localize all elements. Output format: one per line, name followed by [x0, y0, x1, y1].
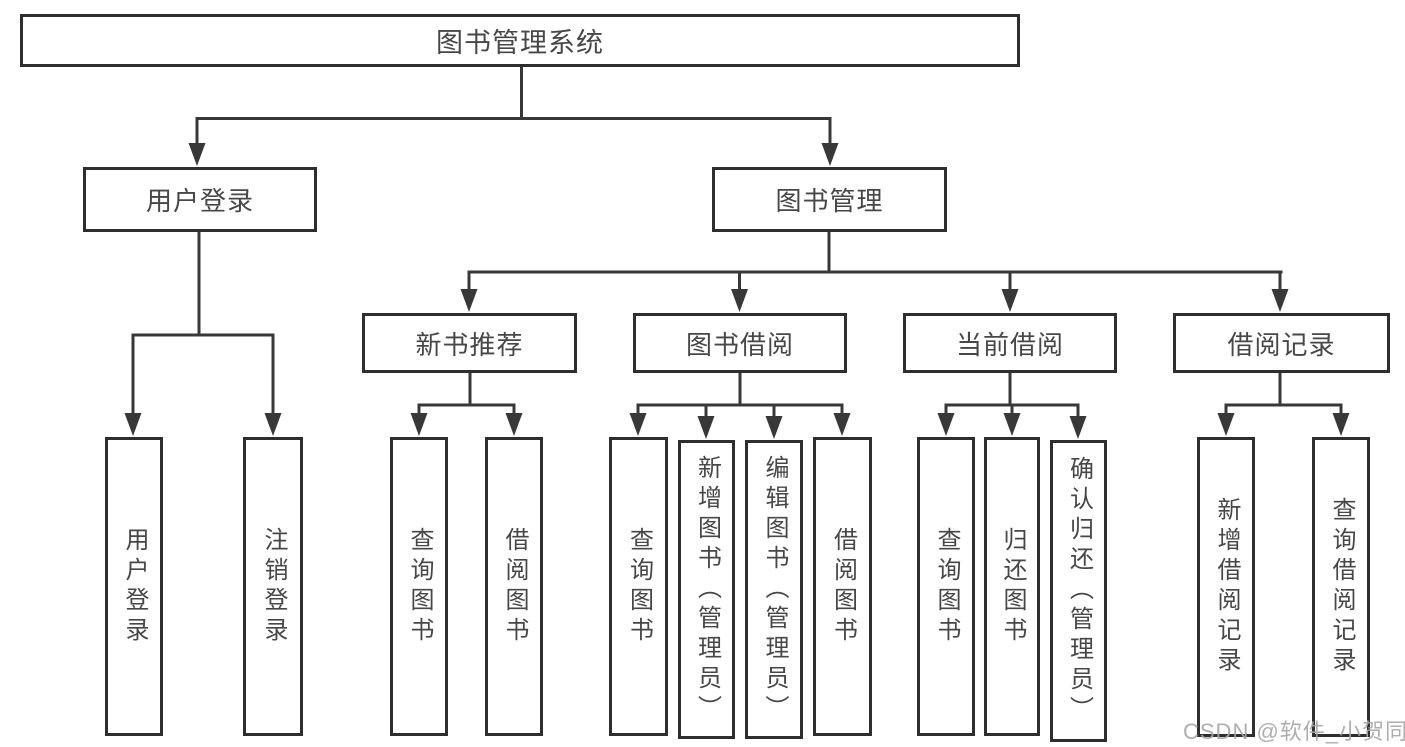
leaf-borrow-books-borrowing: 借阅图书	[813, 437, 872, 736]
leaf-label: 查询借阅记录	[1328, 497, 1355, 677]
leaf-add-borrow-record: 新增借阅记录	[1197, 437, 1255, 737]
leaf-label: 借阅图书	[501, 526, 528, 647]
leaf-query-books-current: 查询图书	[917, 437, 975, 736]
leaf-query-books-recommend: 查询图书	[390, 437, 448, 736]
leaf-label: 新增图书（管理员）	[693, 454, 721, 725]
leaf-label: 确认归还（管理员）	[1065, 456, 1093, 726]
node-book-borrowing: 图书借阅	[633, 313, 847, 373]
node-new-book-recommend: 新书推荐	[362, 313, 577, 373]
node-user-login: 用户登录	[83, 167, 317, 232]
node-library-management-system: 图书管理系统	[20, 14, 1020, 67]
leaf-edit-book-admin: 编辑图书（管理员）	[745, 440, 803, 739]
leaf-label: 借阅图书	[829, 526, 857, 647]
leaf-confirm-return-admin: 确认归还（管理员）	[1050, 440, 1107, 742]
leaf-label: 新增借阅记录	[1213, 497, 1240, 677]
leaf-user-login: 用户登录	[105, 437, 163, 736]
node-borrowing-records: 借阅记录	[1173, 313, 1390, 373]
csdn-watermark: CSDN @软件_小贺同学	[1183, 719, 1405, 744]
leaf-label: 注销登录	[260, 526, 287, 647]
node-current-borrowing: 当前借阅	[903, 313, 1117, 373]
leaf-query-borrow-record: 查询借阅记录	[1312, 437, 1370, 737]
leaf-label: 用户登录	[121, 526, 148, 647]
node-book-management: 图书管理	[712, 167, 947, 232]
leaf-add-book-admin: 新增图书（管理员）	[678, 440, 735, 739]
leaf-label: 查询图书	[625, 526, 653, 647]
leaf-logout: 注销登录	[243, 437, 303, 736]
leaf-return-book: 归还图书	[984, 437, 1040, 736]
leaf-label: 查询图书	[406, 526, 433, 647]
leaf-query-books-borrowing: 查询图书	[609, 437, 668, 736]
leaf-borrow-books-recommend: 借阅图书	[485, 437, 543, 736]
leaf-label: 编辑图书（管理员）	[761, 454, 788, 725]
leaf-label: 归还图书	[999, 526, 1026, 647]
leaf-label: 查询图书	[933, 526, 960, 647]
